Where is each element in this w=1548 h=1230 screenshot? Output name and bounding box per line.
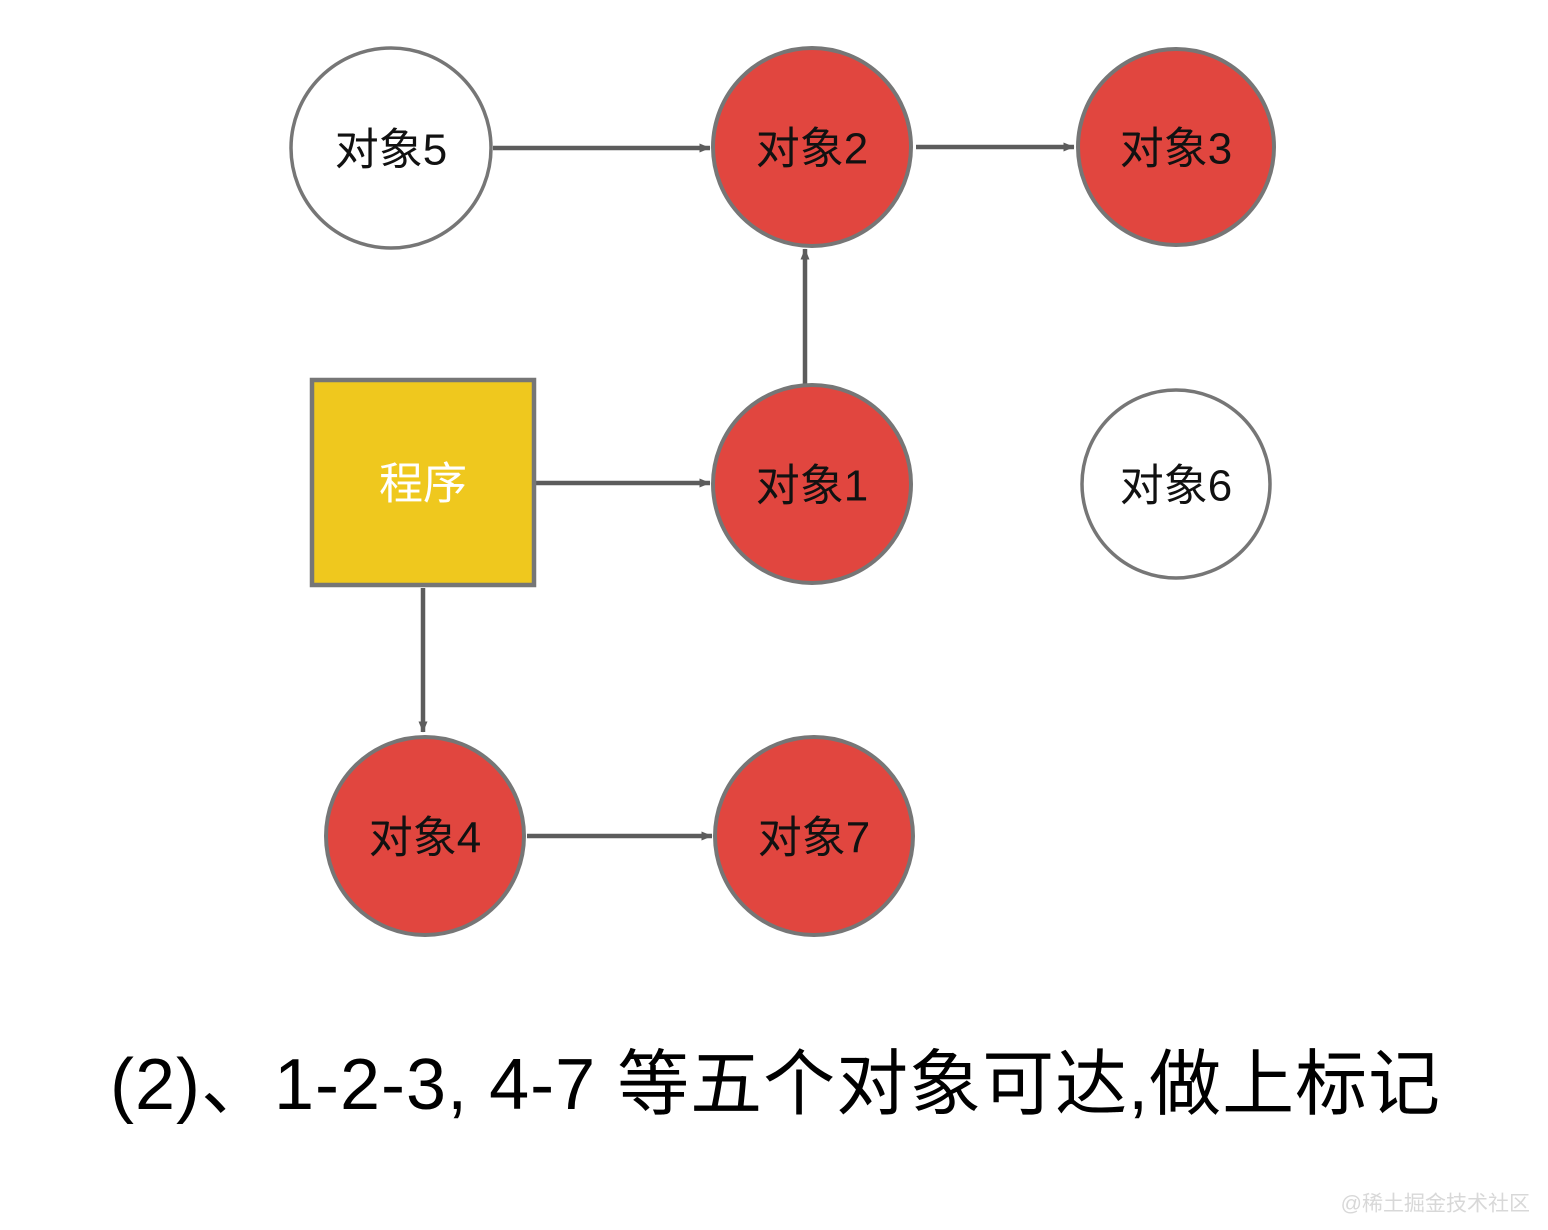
node-label: 程序 (379, 460, 467, 509)
node-shape-circle[interactable] (1080, 388, 1272, 580)
diagram-caption: (2)、1-2-3, 4-7 等五个对象可达,做上标记 (110, 1045, 1441, 1125)
node-shape-circle[interactable] (1076, 47, 1276, 247)
node-label: 对象5 (335, 126, 447, 175)
node-shape-circle[interactable] (711, 46, 913, 248)
node-label: 对象4 (369, 814, 481, 863)
node-obj5[interactable]: 对象5 (289, 46, 493, 250)
node-obj1[interactable]: 对象1 (711, 383, 913, 585)
node-label: 对象6 (1120, 462, 1232, 511)
node-obj3[interactable]: 对象3 (1076, 47, 1276, 247)
watermark: @稀土掘金技术社区 (1341, 1193, 1530, 1216)
node-obj7[interactable]: 对象7 (713, 735, 915, 937)
node-program[interactable]: 程序 (309, 377, 537, 588)
node-obj6[interactable]: 对象6 (1080, 388, 1272, 580)
node-obj2[interactable]: 对象2 (711, 46, 913, 248)
node-label: 对象7 (758, 814, 870, 863)
node-label: 对象1 (756, 462, 868, 511)
node-shape-circle[interactable] (713, 735, 915, 937)
node-label: 对象2 (756, 125, 868, 174)
node-shape-circle[interactable] (324, 735, 526, 937)
node-shape-circle[interactable] (711, 383, 913, 585)
node-label: 对象3 (1120, 125, 1232, 174)
edge-layer (418, 142, 1075, 841)
node-obj4[interactable]: 对象4 (324, 735, 526, 937)
node-shape-rect[interactable] (309, 377, 537, 588)
node-shape-circle[interactable] (289, 46, 493, 250)
